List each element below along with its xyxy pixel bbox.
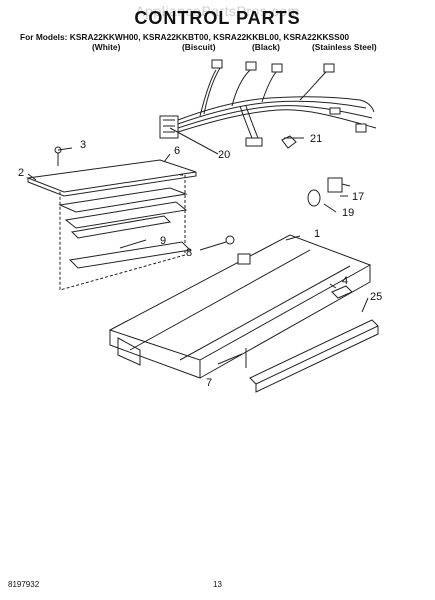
callout-17: 17 <box>352 191 364 203</box>
light-bulb <box>307 189 321 207</box>
callout-21: 21 <box>310 133 322 145</box>
finish-white: (White) <box>92 42 121 52</box>
mounting-nut <box>225 235 235 245</box>
document-part-number: 8197932 <box>8 580 40 589</box>
wire-harness <box>159 59 377 147</box>
display-board <box>68 241 192 269</box>
callout-8: 8 <box>186 247 192 259</box>
callout-3: 3 <box>80 139 86 151</box>
control-assembly-outline <box>59 174 186 291</box>
finish-black: (Black) <box>252 42 280 52</box>
callout-2: 2 <box>18 167 24 179</box>
callout-25: 25 <box>370 291 382 303</box>
light-socket <box>327 177 351 193</box>
callout-6: 6 <box>174 145 180 157</box>
callout-1: 1 <box>314 228 320 240</box>
page-number: 13 <box>213 580 222 589</box>
trim-strip <box>249 319 379 385</box>
control-housing <box>108 234 372 379</box>
finish-stainless: (Stainless Steel) <box>312 42 377 52</box>
callout-9: 9 <box>160 235 166 247</box>
callout-7: 7 <box>206 377 212 389</box>
watermark: AppliancePartsPros.com <box>135 3 300 19</box>
part-clip <box>281 135 297 149</box>
switch <box>331 285 353 299</box>
page-title: CONTROL PARTS <box>134 8 301 28</box>
model-list: For Models: KSRA22KKWH00, KSRA22KKBT00, … <box>20 32 350 42</box>
callout-20: 20 <box>218 149 230 161</box>
callout-19: 19 <box>342 207 354 219</box>
finish-biscuit: (Biscuit) <box>182 42 216 52</box>
control-panel-top <box>26 159 197 193</box>
callout-4: 4 <box>342 275 348 287</box>
control-board <box>58 187 188 213</box>
